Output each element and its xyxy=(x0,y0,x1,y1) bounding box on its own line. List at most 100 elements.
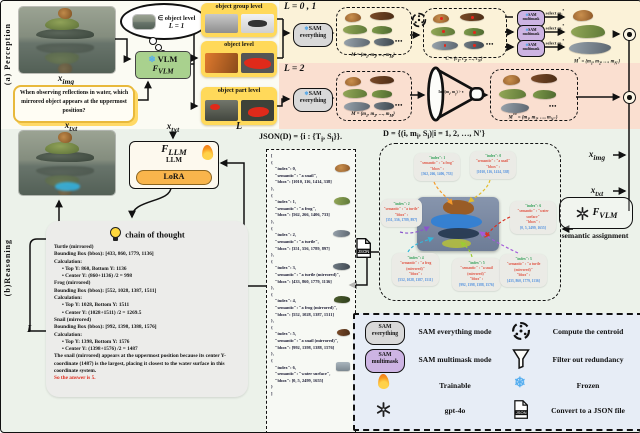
bbox-key: "bbox" : xyxy=(486,164,500,169)
json-bracket: [ xyxy=(271,153,273,158)
iou-threshold-label: IoU(mi, mj) > τ xyxy=(438,90,464,96)
turtle-mask xyxy=(430,214,482,230)
bbox-values: [562, 266, 1406, 733] xyxy=(421,172,453,177)
x-txt-label: xtxt xyxy=(64,120,78,133)
brace: { xyxy=(271,324,273,330)
bbox-line: "bbox": [552, 1028, 1387, 1511] xyxy=(275,311,334,317)
cot-answer: So the answer is 5. xyxy=(54,375,96,382)
frog-cutout xyxy=(372,26,392,34)
snail-cutout xyxy=(503,75,520,85)
index-line: "index": 2 xyxy=(393,202,410,206)
object-level-thumb xyxy=(205,53,238,73)
x-img-label: ximg xyxy=(57,73,75,86)
group-level-thumb xyxy=(241,14,274,33)
json-bracket: ] xyxy=(271,390,273,396)
centroid-icon xyxy=(512,322,530,340)
dark-cutout xyxy=(370,76,394,84)
mstarstar-set-label: M** = {m1, m2, …, mN″} xyxy=(508,112,558,122)
select-label: select mi* xyxy=(545,39,565,48)
bbox-values: [0, 5, 2499, 1655] xyxy=(520,225,546,230)
json-entry: { "index": 4, "semantic": "a frog (mirro… xyxy=(271,292,351,325)
semantic-line: "semantic": "a snail", xyxy=(275,172,318,178)
x-img-rail-label: ximg xyxy=(588,149,606,162)
frog-cutout xyxy=(343,89,367,98)
assignment-card: "index": 1 "semantic" : "a frog" "bbox" … xyxy=(414,153,460,181)
mstar-set-label: M* = {m1, m2, …, mN′} xyxy=(574,56,620,66)
frozen-snowflake-icon: ❄ xyxy=(514,376,526,391)
water-surface-thumb xyxy=(336,361,350,371)
concat-operator xyxy=(623,91,636,104)
part-level-thumb xyxy=(205,100,238,121)
turtle-cutout xyxy=(344,102,370,111)
level-label: object level xyxy=(224,41,254,48)
frog-shape xyxy=(44,141,80,154)
level-var-label: L xyxy=(235,121,243,132)
sam-text2: everything xyxy=(299,97,327,104)
sam-text: SAM xyxy=(308,91,322,97)
openai-logo-icon xyxy=(576,206,588,220)
segmented-image xyxy=(417,197,499,251)
turtle-shape xyxy=(36,152,94,163)
heading-l01: L = 0 , 1 xyxy=(284,2,317,12)
image-var-label: I xyxy=(27,323,32,335)
frozen-icon: ❄ xyxy=(525,42,529,47)
bbox-values: [351, 556, 1789, 897] xyxy=(385,218,418,223)
json-entry: { "index": 0, "semantic": "a snail", "bb… xyxy=(271,160,351,193)
thumbnail-image xyxy=(132,14,155,29)
assignment-card: "index": 2 "semantic" : "a turtle" "bbox… xyxy=(381,199,422,227)
level-box-part: object part level xyxy=(201,87,277,125)
sam-text2: multimask xyxy=(371,358,399,365)
frog-mask xyxy=(443,200,475,216)
llm-label: LLM xyxy=(166,156,182,165)
ellipsis: ••• xyxy=(486,42,494,48)
semantic-line: "semantic" : "a frog (mirrored)" xyxy=(399,261,432,271)
semantic-line: "semantic": "a turtle", xyxy=(275,238,319,244)
sam-text: SAM xyxy=(308,26,322,32)
brace: }, xyxy=(271,252,274,258)
brace: }, xyxy=(271,351,274,357)
vlm-fn: FVLM xyxy=(152,63,174,76)
sam-text: SAM xyxy=(378,352,392,358)
turtle-cutout xyxy=(344,38,370,47)
bbox-line: "bbox": [351, 556, 1789, 897] xyxy=(275,245,330,251)
legend-label: SAM multimask mode xyxy=(418,355,492,364)
gpt-fn-label: FVLM xyxy=(592,206,618,220)
vlm-name: VLM xyxy=(157,54,178,64)
sam-text: SAM xyxy=(378,324,392,330)
brace: { xyxy=(271,291,273,297)
brace: }, xyxy=(271,219,274,225)
bbox-line: "bbox": [433, 860, 1779, 1136] xyxy=(275,278,332,284)
cot-title: chain of thought xyxy=(125,229,185,240)
thought-dot xyxy=(149,37,157,45)
assignment-card: "index": 5 "semantic" : "a snail (mirror… xyxy=(452,258,501,291)
c-set-label: C = {c1, c2, …, cN} xyxy=(445,57,483,63)
scene-animals xyxy=(19,132,115,165)
frog-mirrored-thumb xyxy=(334,295,350,303)
index-line: "index": 3 xyxy=(515,257,532,261)
frozen-icon: ❄ xyxy=(148,54,156,64)
centroid-icon xyxy=(411,12,427,28)
index-line: "index": 5 xyxy=(468,261,485,265)
ellipsis: ••• xyxy=(395,39,403,45)
m-set-label-l2: M = {m1, m2, …, mM} xyxy=(351,112,395,118)
semantic-line: "semantic": "water surface", xyxy=(275,371,331,377)
thought-dot xyxy=(155,44,162,51)
section-label-perception: (a) Perception xyxy=(3,23,12,86)
select-label: select mi* xyxy=(545,24,565,33)
bbox-values: [433, 860, 1779, 1136] xyxy=(507,278,540,283)
sam-text: SAM xyxy=(528,42,537,47)
snail-cutout xyxy=(345,77,361,86)
sam-text2: everything xyxy=(371,330,399,337)
semantic-line: "semantic": "a frog", xyxy=(275,205,317,211)
level-label: object group level xyxy=(215,3,263,10)
frog-reflection-mask xyxy=(441,238,472,249)
legend-label: Filter out redundancy xyxy=(552,355,624,364)
frozen-icon: ❄ xyxy=(304,91,309,97)
part-level-mask-thumb xyxy=(241,100,274,121)
snail-cutout-centroid xyxy=(433,14,449,23)
frog-cutout xyxy=(343,25,367,34)
semantic-line: "semantic" : "a snail (mirrored)" xyxy=(460,266,493,276)
